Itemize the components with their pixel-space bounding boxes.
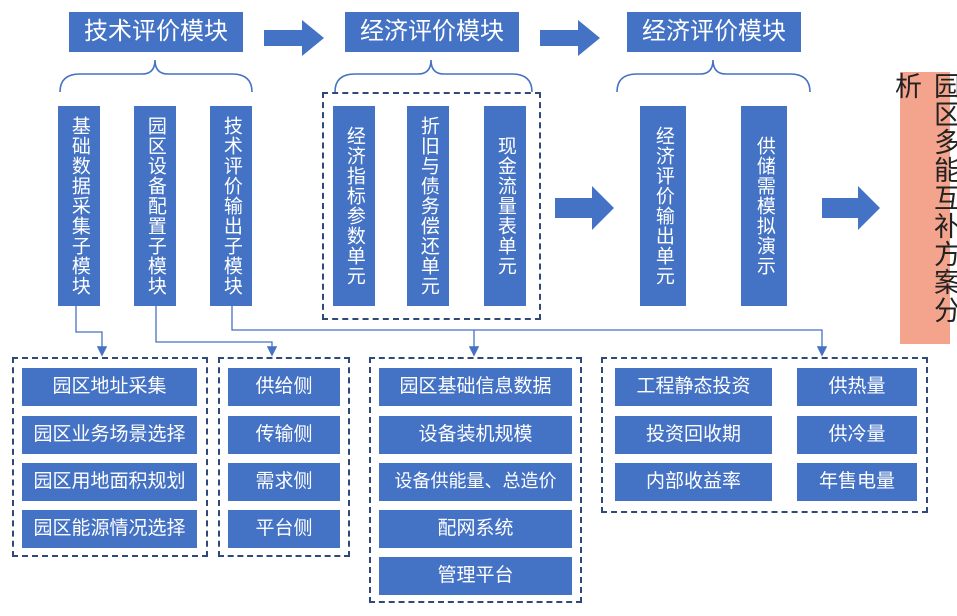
header-economic-evaluation-2: 经济评价模块 (627, 12, 801, 52)
item-internal-rate-of-return: 内部收益率 (615, 463, 772, 501)
item-cooling-supply: 供冷量 (797, 416, 917, 454)
unit-economic-output: 经济评价输出单元 (640, 106, 686, 306)
item-site-address: 园区地址采集 (22, 368, 197, 406)
unit-cash-flow: 现金流量表单元 (484, 106, 526, 306)
item-demand-side: 需求侧 (228, 463, 340, 501)
item-distribution-network: 配网系统 (379, 510, 572, 548)
submodule-technical-output: 技术评价输出子模块 (210, 106, 252, 306)
header-technical-evaluation: 技术评价模块 (69, 12, 243, 52)
submodule-equipment-config: 园区设备配置子模块 (134, 106, 176, 306)
item-static-investment: 工程静态投资 (615, 368, 772, 406)
connector-output (231, 306, 828, 357)
group-sides (218, 357, 350, 557)
item-payback-period: 投资回收期 (615, 416, 772, 454)
flow-arrow-2 (540, 20, 600, 56)
item-platform-side: 平台侧 (228, 510, 340, 548)
brace-econ-output (616, 59, 811, 93)
item-energy-situation: 园区能源情况选择 (22, 510, 197, 548)
item-transmission-side: 传输侧 (228, 416, 340, 454)
group-technical-output (369, 357, 582, 603)
item-installed-capacity: 设备装机规模 (379, 416, 572, 454)
item-business-scenario: 园区业务场景选择 (22, 416, 197, 454)
group-site-info (12, 357, 208, 557)
group-economic-results (601, 357, 928, 513)
item-energy-supply-cost: 设备供能量、总造价 (379, 463, 572, 501)
item-basic-info-data: 园区基础信息数据 (379, 368, 572, 406)
brace-tech (59, 59, 253, 93)
flow-arrow-4 (822, 186, 880, 230)
connector-config (155, 306, 278, 357)
flow-arrow-3 (555, 186, 614, 230)
item-annual-electricity-sales: 年售电量 (797, 463, 917, 501)
brace-econ (334, 59, 533, 93)
flow-arrow-1 (264, 20, 324, 56)
unit-economic-parameters: 经济指标参数单元 (333, 106, 375, 306)
item-heat-supply: 供热量 (797, 368, 917, 406)
item-supply-side: 供给侧 (228, 368, 340, 406)
connector-collect (75, 306, 108, 357)
submodule-basic-data-collection: 基础数据采集子模块 (58, 106, 100, 306)
item-land-area: 园区用地面积规划 (22, 463, 197, 501)
result-scheme-analysis: 园区多能互补方案分析 (890, 72, 957, 344)
unit-depreciation-debt: 折旧与债务偿还单元 (407, 106, 449, 306)
item-management-platform: 管理平台 (379, 557, 572, 595)
header-economic-evaluation-1: 经济评价模块 (345, 12, 519, 52)
unit-supply-storage-demand: 供储需模拟演示 (741, 106, 787, 306)
economic-units-group (322, 92, 541, 320)
